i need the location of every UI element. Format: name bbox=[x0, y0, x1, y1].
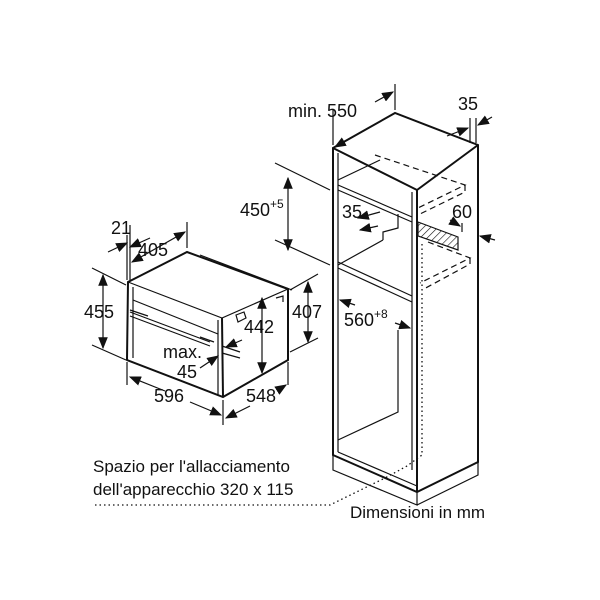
label-548: 548 bbox=[246, 386, 276, 406]
label-21: 21 bbox=[111, 218, 131, 238]
connection-note-line1: Spazio per l'allacciamento bbox=[93, 457, 290, 476]
label-450: 450+5 bbox=[240, 197, 284, 220]
label-407: 407 bbox=[292, 302, 322, 322]
label-405: 405 bbox=[138, 240, 168, 260]
connection-leader bbox=[95, 477, 386, 506]
label-596: 596 bbox=[154, 386, 184, 406]
label-560: 560+8 bbox=[344, 307, 388, 330]
label-450-tolerance: +5 bbox=[270, 197, 284, 211]
label-45: 45 bbox=[177, 362, 197, 382]
oven-dimension-lines bbox=[91, 222, 319, 425]
label-455: 455 bbox=[84, 302, 114, 322]
label-min-550: min. 550 bbox=[288, 101, 357, 121]
label-60: 60 bbox=[452, 202, 472, 222]
labels: 21 405 455 442 407 max. 45 596 548 min. … bbox=[84, 94, 485, 522]
cabinet-dimension-lines bbox=[274, 84, 496, 330]
connection-note-line2: dell'apparecchio 320 x 115 bbox=[93, 480, 293, 499]
label-442: 442 bbox=[244, 317, 274, 337]
label-560-tolerance: +8 bbox=[374, 307, 388, 321]
label-35-top: 35 bbox=[458, 94, 478, 114]
cabinet-drawing bbox=[332, 111, 479, 506]
oven-drawing bbox=[125, 250, 293, 399]
label-560-value: 560 bbox=[344, 310, 374, 330]
label-450-value: 450 bbox=[240, 200, 270, 220]
label-35-shelf: 35 bbox=[342, 202, 362, 222]
units-note: Dimensioni in mm bbox=[350, 503, 485, 522]
label-max: max. bbox=[163, 342, 202, 362]
